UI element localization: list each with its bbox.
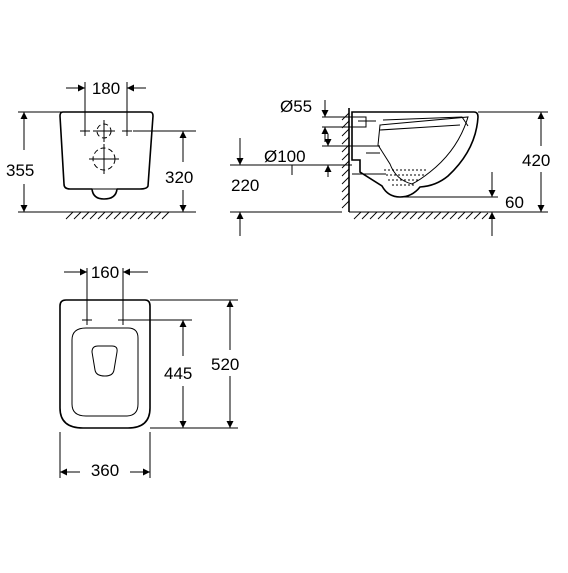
- top-view-bowl-opening: [91, 345, 118, 377]
- back-view: 180 355 320: [6, 79, 196, 220]
- dim-side-outlet-dia: Ø100: [264, 147, 306, 166]
- back-view-bowl-outline: [59, 111, 154, 200]
- dim-side-outlet-height: 220: [231, 176, 259, 195]
- side-view: Ø55 Ø100 220 420 60: [230, 97, 550, 236]
- dim-back-width: 180: [92, 79, 120, 98]
- dim-side-total-height: 420: [522, 151, 550, 170]
- dim-top-fixing-spacing: 160: [91, 263, 119, 282]
- top-view-bowl-outline: [59, 299, 151, 429]
- back-view-fixing-hole-left: [80, 126, 90, 136]
- dim-top-width: 360: [91, 461, 119, 480]
- dim-back-inlet-height: 320: [165, 168, 193, 187]
- top-view: 160 445 520 360: [59, 263, 239, 480]
- dim-back-total-height: 355: [6, 161, 34, 180]
- back-view-floor-hatch: [65, 211, 170, 220]
- back-view-fixing-hole-right: [122, 126, 132, 136]
- side-view-water-hatch: [384, 169, 428, 186]
- top-view-fixing-hole-left: [82, 315, 92, 325]
- side-view-floor-hatch: [353, 211, 489, 220]
- top-view-seat-outline: [71, 327, 139, 417]
- dim-top-total-length: 520: [211, 355, 239, 374]
- side-view-outlet-pipe: [352, 145, 386, 175]
- side-view-bowl-outline: [351, 111, 479, 198]
- dim-top-fixing-depth: 445: [164, 364, 192, 383]
- side-view-inlet-fitting: [351, 116, 367, 128]
- dim-side-inlet-dia: Ø55: [280, 97, 312, 116]
- dim-side-bottom-gap: 60: [505, 193, 524, 212]
- top-view-fixing-hole-right: [118, 315, 128, 325]
- side-view-inner-bowl: [377, 116, 469, 185]
